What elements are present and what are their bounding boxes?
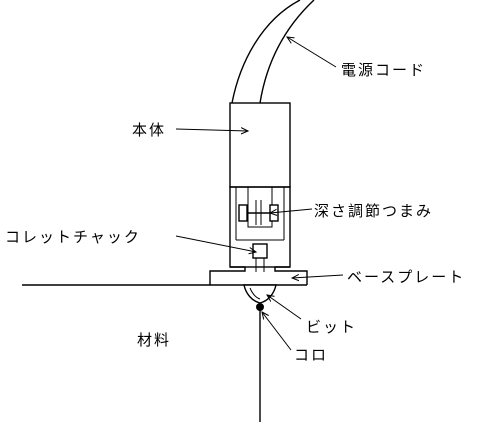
power-cord — [231, 0, 315, 104]
label-roller: コロ — [294, 346, 328, 364]
label-depth-knob: 深さ調節つまみ — [314, 202, 433, 220]
leader-lines — [175, 37, 344, 351]
label-bit: ビット — [306, 318, 357, 336]
roller-bearing — [256, 303, 264, 311]
router-body — [229, 102, 291, 188]
label-power-cord: 電源コード — [341, 61, 426, 79]
label-body: 本体 — [132, 121, 166, 139]
label-collet-chuck: コレットチャック — [5, 228, 141, 246]
label-material: 材料 — [137, 331, 171, 349]
router-frame — [229, 186, 291, 268]
label-base-plate: ベースプレート — [347, 268, 465, 286]
router-bit — [243, 284, 277, 304]
collet-chuck — [252, 243, 268, 272]
base-plate — [209, 266, 308, 286]
